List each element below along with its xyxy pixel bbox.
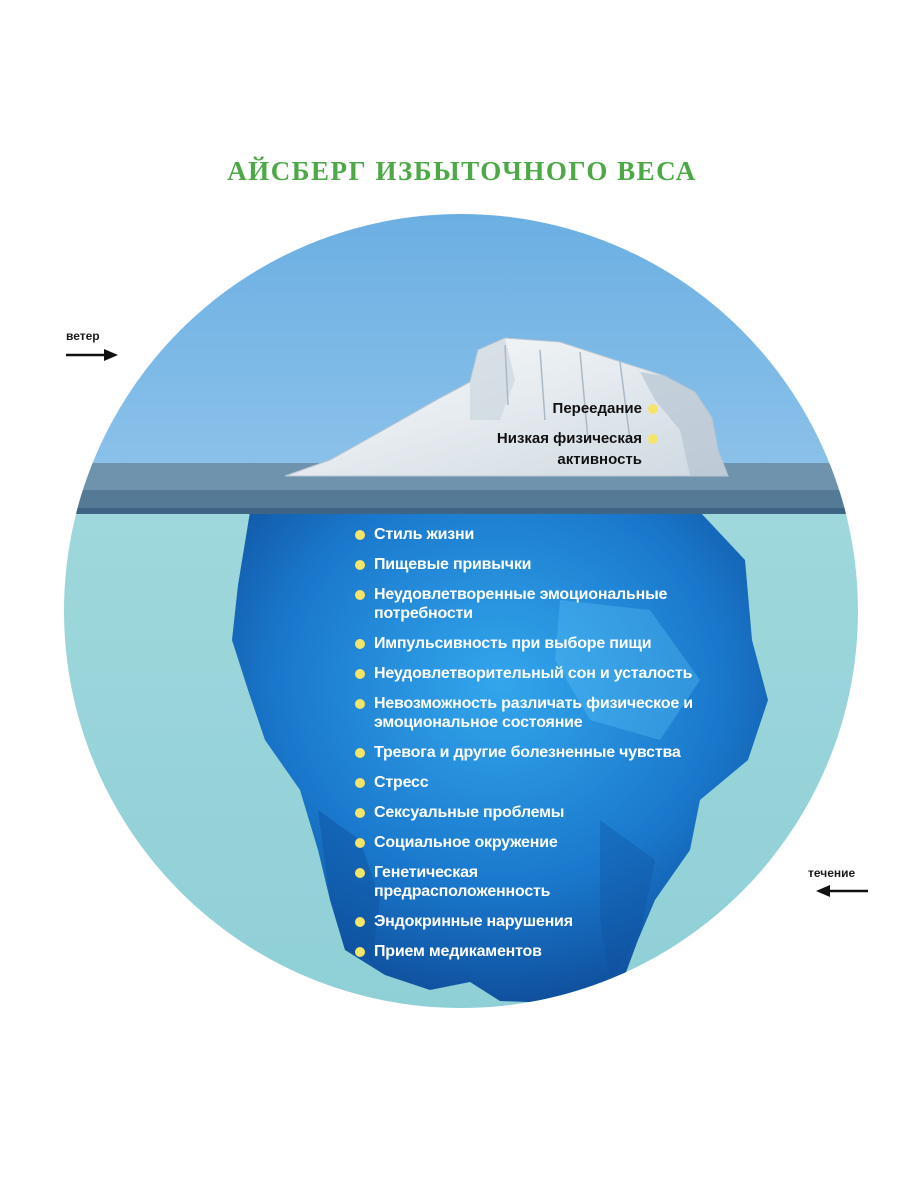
below-water-item-text: Тревога и другие болезненные чувства xyxy=(374,744,681,761)
below-water-item: Импульсивность при выборе пищи xyxy=(374,634,651,653)
below-water-item: Эндокринные нарушения xyxy=(374,912,573,931)
current-label: течение xyxy=(808,866,855,880)
bullet-dot-icon xyxy=(355,947,365,957)
bullet-dot-icon xyxy=(355,669,365,679)
below-water-item: Тревога и другие болезненные чувства xyxy=(374,743,681,762)
below-water-item-text: Импульсивность при выборе пищи xyxy=(374,635,651,652)
below-water-item-text: Прием медикаментов xyxy=(374,943,542,960)
above-water-item-text: Переедание xyxy=(553,400,642,417)
bullet-dot-icon xyxy=(355,639,365,649)
bullet-dot-icon xyxy=(355,530,365,540)
below-water-item-text: Сексуальные проблемы xyxy=(374,804,564,821)
bullet-dot-icon xyxy=(355,838,365,848)
below-water-item-text: Социальное окружение xyxy=(374,834,558,851)
bullet-dot-icon xyxy=(648,404,658,414)
below-water-item: Прием медикаментов xyxy=(374,942,542,961)
below-water-item: Стресс xyxy=(374,773,428,792)
bullet-dot-icon xyxy=(355,868,365,878)
below-water-item: Социальное окружение xyxy=(374,833,558,852)
below-water-item-text: Эндокринные нарушения xyxy=(374,913,573,930)
below-water-item-text: Стиль жизни xyxy=(374,526,474,543)
current-arrow-icon xyxy=(816,885,868,897)
bullet-dot-icon xyxy=(355,778,365,788)
bullet-dot-icon xyxy=(355,808,365,818)
below-water-item: Пищевые привычки xyxy=(374,555,531,574)
below-water-item: Сексуальные проблемы xyxy=(374,803,564,822)
wind-label: ветер xyxy=(66,329,100,343)
above-water-item: Переедание xyxy=(553,398,642,419)
below-water-item-text: Стресс xyxy=(374,774,428,791)
below-water-item: Стиль жизни xyxy=(374,525,474,544)
bullet-dot-icon xyxy=(355,699,365,709)
below-water-item: Неудовлетворительный сон и усталость xyxy=(374,664,692,683)
bullet-dot-icon xyxy=(355,748,365,758)
wind-arrow-icon xyxy=(66,349,118,361)
bullet-dot-icon xyxy=(648,434,658,444)
below-water-item-text: Неудовлетворительный сон и усталость xyxy=(374,665,692,682)
below-water-item-text: Пищевые привычки xyxy=(374,556,531,573)
bullet-dot-icon xyxy=(355,917,365,927)
bullet-dot-icon xyxy=(355,560,365,570)
bullet-dot-icon xyxy=(355,590,365,600)
